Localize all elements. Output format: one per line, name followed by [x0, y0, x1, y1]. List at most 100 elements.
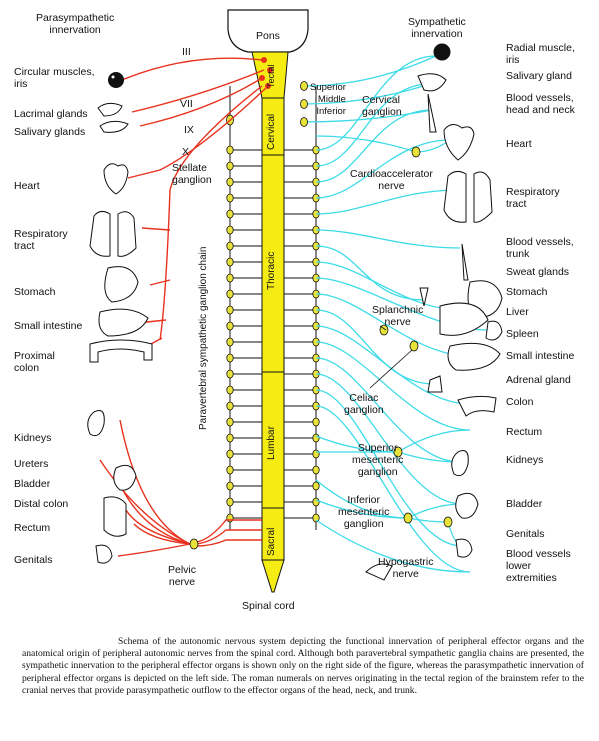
label-bladder-left: Bladder	[14, 478, 51, 490]
sympathetic-fibre	[315, 325, 471, 405]
label-stomach-left: Stomach	[14, 286, 56, 298]
blood-vessel-trunk-icon	[461, 243, 469, 281]
chain-ganglion	[226, 465, 234, 475]
colon-icon	[457, 395, 497, 417]
label-celiac: Celiac ganglion	[344, 392, 384, 416]
cranial-nerve-iii: III	[182, 46, 191, 58]
prevertebral-ganglia	[300, 81, 453, 528]
chain-ganglion	[226, 385, 234, 395]
iris-left	[108, 72, 124, 88]
cervical-sympathetic-fibre	[303, 55, 437, 87]
liver-icon	[439, 302, 489, 336]
bladder-icon	[455, 492, 479, 519]
label-salivary-left: Salivary glands	[14, 126, 86, 138]
label-lacrimal: Lacrimal glands	[14, 108, 88, 120]
label-splanchnic: Splanchnic nerve	[372, 304, 424, 328]
chain-ganglion	[312, 433, 320, 443]
lumbar-sympathetic-fibre	[407, 517, 449, 523]
chain-ganglion	[226, 305, 234, 315]
sympathetic-fibre	[315, 405, 471, 573]
pons-shape	[227, 9, 309, 53]
label-blood-head: Blood vessels, head and neck	[506, 92, 575, 116]
sympathetic-fibre	[315, 357, 461, 463]
cervical-sympathetic-fibre	[303, 83, 431, 105]
chain-ganglion	[312, 417, 320, 427]
chain-ganglion	[226, 417, 234, 427]
label-rectum-right: Rectum	[506, 426, 543, 438]
lung-icon	[89, 210, 137, 257]
label-radial-muscle: Radial muscle, iris	[506, 42, 575, 66]
chain-ganglion	[226, 353, 234, 363]
label-blood-lower: Blood vessels lower extremities	[506, 548, 571, 584]
label-small-intestine-right: Small intestine	[506, 350, 575, 362]
chain-ganglion	[226, 209, 234, 219]
label-hypogastric: Hypogastric nerve	[378, 556, 434, 580]
chain-ganglion	[226, 225, 234, 235]
chain-ganglion	[226, 481, 234, 491]
cervical-sympathetic-fibre	[303, 109, 433, 123]
sympathetic-fibre	[315, 245, 425, 301]
cardioaccelerator-ganglion	[411, 146, 421, 158]
chain-ganglion	[226, 321, 234, 331]
sympathetic-fibre	[315, 373, 463, 505]
cervical-ganglion-middle	[300, 99, 308, 109]
label-respiratory-right: Respiratory tract	[506, 186, 560, 210]
right-organ-icons	[365, 43, 503, 581]
label-sweat: Sweat glands	[506, 266, 570, 278]
label-kidneys-right: Kidneys	[506, 454, 544, 466]
tectal-label: Tectal	[266, 64, 276, 88]
sympathetic-fibre	[315, 189, 459, 215]
heart-icon	[443, 124, 475, 161]
cervical-ganglion-inferior	[300, 117, 308, 127]
thoracic-label: Thoracic	[266, 251, 277, 290]
sympathetic-fibre	[315, 309, 435, 385]
chain-ganglion	[226, 337, 234, 347]
label-spleen: Spleen	[506, 328, 539, 340]
cervical-sympathetic-fibre	[315, 135, 417, 153]
tectal-nucleus	[265, 83, 271, 89]
bladder-icon	[113, 464, 137, 491]
tectal-nucleus	[261, 57, 267, 63]
label-circular-muscles: Circular muscles, iris	[14, 66, 95, 90]
chain-ganglion	[226, 289, 234, 299]
figure-caption: Schema of the autonomic nervous system d…	[22, 636, 584, 696]
chain-ganglion	[226, 369, 234, 379]
sympathetic-fibre	[315, 229, 461, 249]
stomach-icon	[104, 266, 139, 303]
chain-ganglion	[226, 241, 234, 251]
label-liver: Liver	[506, 306, 529, 318]
hypogastric-ganglion	[443, 516, 453, 528]
hypogastric-icon	[365, 563, 393, 581]
chain-ganglion	[312, 513, 320, 523]
lumbar-sympathetic-fibre	[407, 503, 463, 519]
label-proximal-colon: Proximal colon	[14, 350, 55, 374]
label-salivary-right: Salivary gland	[506, 70, 572, 82]
blood-vessel-head-icon	[427, 93, 437, 133]
sympathetic-fibre	[315, 55, 437, 151]
chain-ganglion	[226, 177, 234, 187]
label-colon-right: Colon	[506, 396, 534, 408]
chain-ganglion	[226, 161, 234, 171]
inferior-mesenteric-ganglion	[403, 512, 413, 524]
label-distal-colon: Distal colon	[14, 498, 69, 510]
lacrimal-gland-icon	[97, 102, 123, 117]
kidney-icon	[451, 450, 469, 477]
label-stomach-right: Stomach	[506, 286, 548, 298]
label-heart-left: Heart	[14, 180, 40, 192]
chain-ganglion	[226, 145, 234, 155]
parasympathetic-header: Parasympathetic innervation	[36, 12, 115, 36]
chain-ganglion	[312, 481, 320, 491]
chain-ganglion	[226, 497, 234, 507]
label-genitals-right: Genitals	[506, 528, 545, 540]
lumbar-sympathetic-fibre	[397, 429, 471, 453]
chain-ganglion	[226, 193, 234, 203]
left-organ-icons	[87, 102, 153, 564]
spinal-cord-label: Spinal cord	[242, 600, 295, 612]
label-inf-mesenteric: Inferior mesenteric ganglion	[338, 494, 390, 530]
spinal-cord-body	[261, 97, 285, 561]
sympathetic-fibre	[315, 389, 463, 547]
pons-label: Pons	[256, 30, 280, 42]
label-blood-trunk: Blood vessels, trunk	[506, 236, 574, 260]
rectum-icon	[103, 496, 127, 537]
